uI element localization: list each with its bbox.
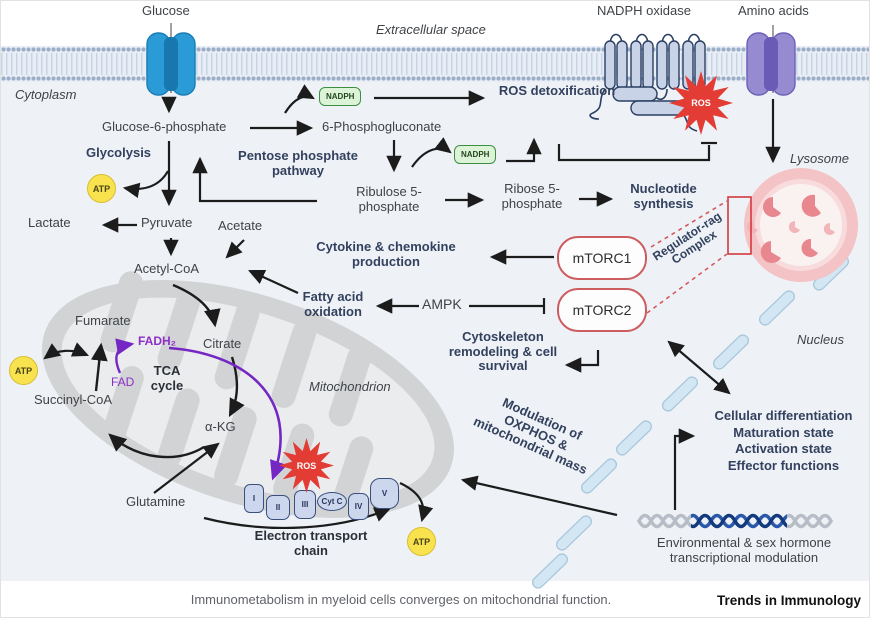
journal-name: Trends in Immunology [716,593,861,608]
fad-fadh2-arrows [115,338,288,481]
acetate-label: Acetate [218,218,263,233]
etc-complex-iii: III [294,490,316,519]
mitochondrion-shape [41,271,455,518]
fumarate-label: Fumarate [75,313,131,328]
pathway-arrows [43,84,781,529]
nucleus-label: Nucleus [797,332,844,347]
cellular-differentiation-label: Cellular differentiation [714,408,853,423]
electron-transport-chain-label: Electron transport chain [254,528,368,558]
amino-acid-transporter-shape [746,25,796,96]
ribulose-5-phosphate-label: Ribulose 5-phosphate [356,184,422,214]
dna-helix [637,513,833,529]
mtorc1-node: mTORC1 [557,236,647,280]
atp-badge-2: ATP [9,356,38,385]
6-phosphogluconate-label: 6-Phosphogluconate [322,119,442,134]
ribose-5-phosphate-label: Ribose 5-phosphate [501,181,563,211]
regulator-dashed-lines [646,200,728,314]
etc-complex-iv: IV [348,493,369,520]
nadph-oxidase-shape [589,33,706,132]
succinyl-coa-label: Succinyl-CoA [34,392,113,407]
glucose-6-phosphate-label: Glucose-6-phosphate [102,119,227,134]
pentose-phosphate-pathway-label: Pentose phosphate pathway [238,148,358,178]
mitochondrion-label: Mitochondrion [309,379,391,394]
nucleotide-synthesis-label: Nucleotide synthesis [630,181,697,211]
citrate-label: Citrate [203,336,242,351]
atp-badge-1: ATP [87,174,116,203]
ros-detoxification-label: ROS detoxification [498,83,616,98]
fadh2-label: FADH₂ [138,334,176,348]
glucose-transporter-shape [146,23,196,96]
acetyl-coa-label: Acetyl-CoA [134,261,200,276]
extracellular-space-label: Extracellular space [376,22,486,37]
fatty-acid-oxidation-label: Fatty acid oxidation [302,289,364,319]
etc-complex-ii: II [266,495,290,520]
nadph-badge-2: NADPH [454,145,497,164]
nadph-oxidase-label: NADPH oxidase [597,3,691,18]
environmental-modulation-label: Environmental & sex hormone transcriptio… [656,535,832,565]
cytokine-chemokine-label: Cytokine & chemokine production [316,239,456,269]
cytoskeleton-remodeling-label: Cytoskeleton remodeling & cell survival [448,329,558,374]
tca-cycle-label: TCA cycle [150,363,184,393]
activation-state-label: Activation state [735,441,832,456]
cytoplasm-label: Cytoplasm [15,87,77,102]
plasma-membrane [1,46,869,82]
alpha-kg-label: α-KG [205,419,236,434]
glycolysis-label: Glycolysis [86,145,152,160]
ampk-label: AMPK [422,296,462,312]
amino-acids-label: Amino acids [738,3,809,18]
lactate-label: Lactate [28,215,71,230]
figure-caption: Immunometabolism in myeloid cells conver… [190,592,612,607]
etc-complex-i: I [244,484,264,513]
glucose-label: Glucose [142,3,190,18]
pyruvate-label: Pyruvate [141,215,193,230]
effector-functions-label: Effector functions [727,457,840,473]
lysosome-shape [727,168,858,282]
tca-cycle-arrows [90,283,245,459]
glutamine-label: Glutamine [126,494,186,509]
mtorc2-node: mTORC2 [557,288,647,332]
nadph-badge-1: NADPH [319,87,362,106]
etc-complex-v: V [370,478,399,509]
regulator-rag-complex-box [727,196,752,255]
lysosome-label: Lysosome [790,151,850,166]
maturation-state-label: Maturation state [733,424,834,440]
etc-cyt-c: Cyt C [317,492,347,511]
cell-fate-list: Cellular differentiation Maturation stat… [701,408,866,474]
fad-label: FAD [111,375,135,389]
atp-badge-3: ATP [407,527,436,556]
